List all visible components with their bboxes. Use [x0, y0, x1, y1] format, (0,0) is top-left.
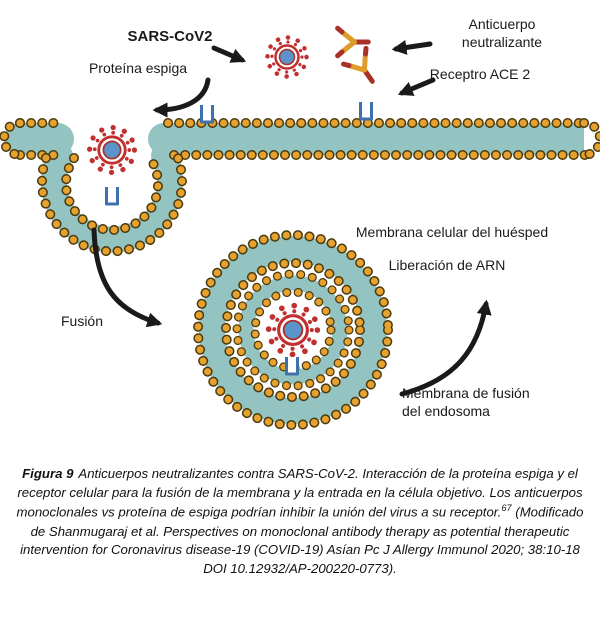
host-cell-membrane: [0, 118, 600, 257]
label-sars-cov2: SARS-CoV2: [127, 28, 212, 45]
label-proteina-espiga: Proteína espiga: [89, 60, 187, 76]
arrow-fusion: [91, 227, 163, 328]
endosome: [193, 230, 393, 430]
endosome-outer-membrane: [199, 236, 387, 424]
arrow-spike-protein: [152, 77, 211, 118]
right-cap-beads: [580, 119, 600, 159]
endocytic-pocket-wall: [41, 143, 183, 253]
label-membrana-fusion-line1: Membrana de fusión: [402, 385, 530, 401]
endosome-outer-beads: [194, 231, 392, 429]
ace2-receptor-right: [359, 100, 373, 121]
caption-label: Figura 9: [22, 466, 74, 481]
label-liberacion-arn: Liberación de ARN: [389, 257, 506, 273]
label-membrana-celular: Membrana celular del huésped: [356, 224, 548, 240]
left-cap-beads: [0, 119, 24, 159]
endosome-mid-beads: [222, 259, 364, 401]
arrow-ace2: [397, 77, 436, 96]
pocket-receptor: [105, 185, 119, 206]
diagram-canvas: SARS-CoV2 Proteína espiga Anticuerpo neu…: [0, 16, 600, 430]
endosome-receptor: [285, 355, 299, 376]
arrow-rna-release: [399, 299, 492, 397]
virus-extracellular: [268, 38, 307, 77]
caption-superscript: 67: [501, 503, 512, 514]
label-fusion: Fusión: [61, 313, 103, 329]
pocket-inner-beads: [62, 154, 162, 234]
antibody-icon-2: [343, 48, 383, 89]
ace2-receptor-left: [200, 103, 214, 124]
label-receptor-ace2: Receptro ACE 2: [430, 66, 531, 82]
arrow-antibody: [391, 40, 433, 55]
vesicle-outer-beads: [233, 270, 353, 390]
caption-citation: (Modificado de Shanmugaraj et al. Perspe…: [20, 504, 584, 577]
label-anticuerpo-line1: Anticuerpo: [469, 16, 536, 32]
vesicle-membrane: [238, 275, 348, 385]
label-anticuerpo-line2: neutralizante: [462, 34, 542, 50]
arrow-sars-to-virus: [211, 45, 247, 63]
label-membrana-fusion-line2: del endosoma: [402, 403, 490, 419]
pocket-outer-beads-outline: [37, 153, 187, 257]
caption-body: Anticuerpos neutralizantes contra SARS-C…: [16, 466, 583, 520]
